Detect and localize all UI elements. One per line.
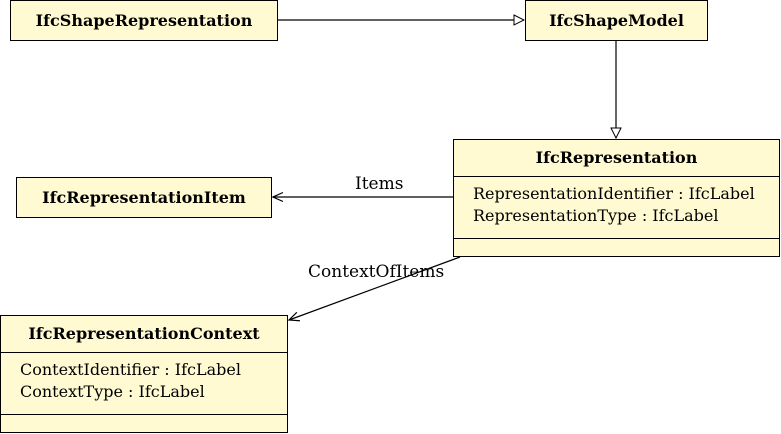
attribute: ContextType : IfcLabel (20, 382, 205, 401)
attribute-compartment: RepresentationIdentifier : IfcLabel Repr… (454, 177, 779, 239)
attribute-compartment: ContextIdentifier : IfcLabel ContextType… (1, 353, 287, 415)
attribute: ContextIdentifier : IfcLabel (20, 360, 241, 379)
class-ifcrepresentationitem: IfcRepresentationItem (16, 177, 272, 218)
operation-compartment (1, 415, 287, 433)
class-ifcshapemodel: IfcShapeModel (525, 0, 708, 41)
association-label-context-of-items: ContextOfItems (308, 262, 445, 282)
class-ifcrepresentation: IfcRepresentation RepresentationIdentifi… (453, 139, 780, 257)
attribute: RepresentationIdentifier : IfcLabel (473, 184, 755, 203)
attribute: RepresentationType : IfcLabel (473, 206, 719, 225)
class-name: IfcRepresentation (454, 140, 779, 177)
class-ifcrepresentationcontext: IfcRepresentationContext ContextIdentifi… (0, 315, 288, 433)
class-ifcshaperepresentation: IfcShapeRepresentation (10, 0, 278, 41)
association-context-of-items (289, 256, 461, 320)
association-label-items: Items (355, 174, 404, 194)
class-name: IfcShapeModel (549, 11, 684, 30)
class-name: IfcRepresentationContext (1, 316, 287, 353)
class-name: IfcRepresentationItem (42, 188, 246, 207)
operation-compartment (454, 239, 779, 257)
class-name: IfcShapeRepresentation (35, 11, 253, 30)
